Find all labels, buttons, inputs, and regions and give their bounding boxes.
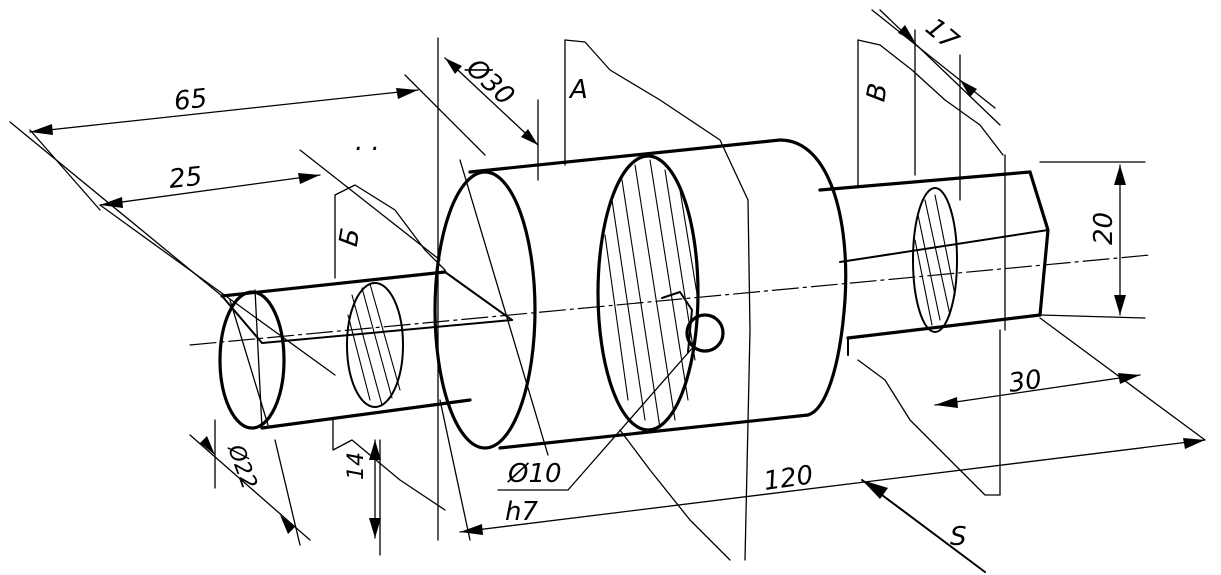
dim-65-label: 65 bbox=[173, 84, 209, 117]
right-shaft-end bbox=[818, 154, 1050, 356]
dimension-labels: 65 25 Ø30 17 20 30 120 Ø22 14 Ø10 h7 A Б… bbox=[168, 12, 1119, 552]
view-s-label: S bbox=[950, 522, 967, 552]
stray-dots: . . bbox=[355, 127, 380, 157]
collar-cylinder bbox=[433, 138, 848, 456]
section-b-label: Б bbox=[334, 226, 367, 249]
dim-120-label: 120 bbox=[762, 460, 815, 497]
dim-30-label: 30 bbox=[1007, 365, 1044, 399]
dim-14-label: 14 bbox=[344, 452, 369, 480]
shaft-axis-line bbox=[189, 254, 1151, 346]
section-a-label: A bbox=[568, 75, 588, 105]
dimension-lines bbox=[29, 9, 1206, 573]
hole-fit-bottom-label: h7 bbox=[505, 497, 538, 527]
dim-30-diameter-label: Ø30 bbox=[459, 52, 519, 111]
section-v-label: В bbox=[861, 81, 894, 104]
dim-20-label: 20 bbox=[1089, 212, 1119, 245]
dim-25-label: 25 bbox=[168, 162, 204, 195]
hole-fit-top-label: Ø10 bbox=[507, 459, 562, 489]
dim-17-label: 17 bbox=[920, 12, 965, 57]
section-a-hatched bbox=[564, 39, 751, 561]
left-shaft-end bbox=[218, 270, 513, 430]
dim-22-diameter-label: Ø22 bbox=[222, 441, 261, 493]
section-v-hatched bbox=[857, 39, 1004, 496]
